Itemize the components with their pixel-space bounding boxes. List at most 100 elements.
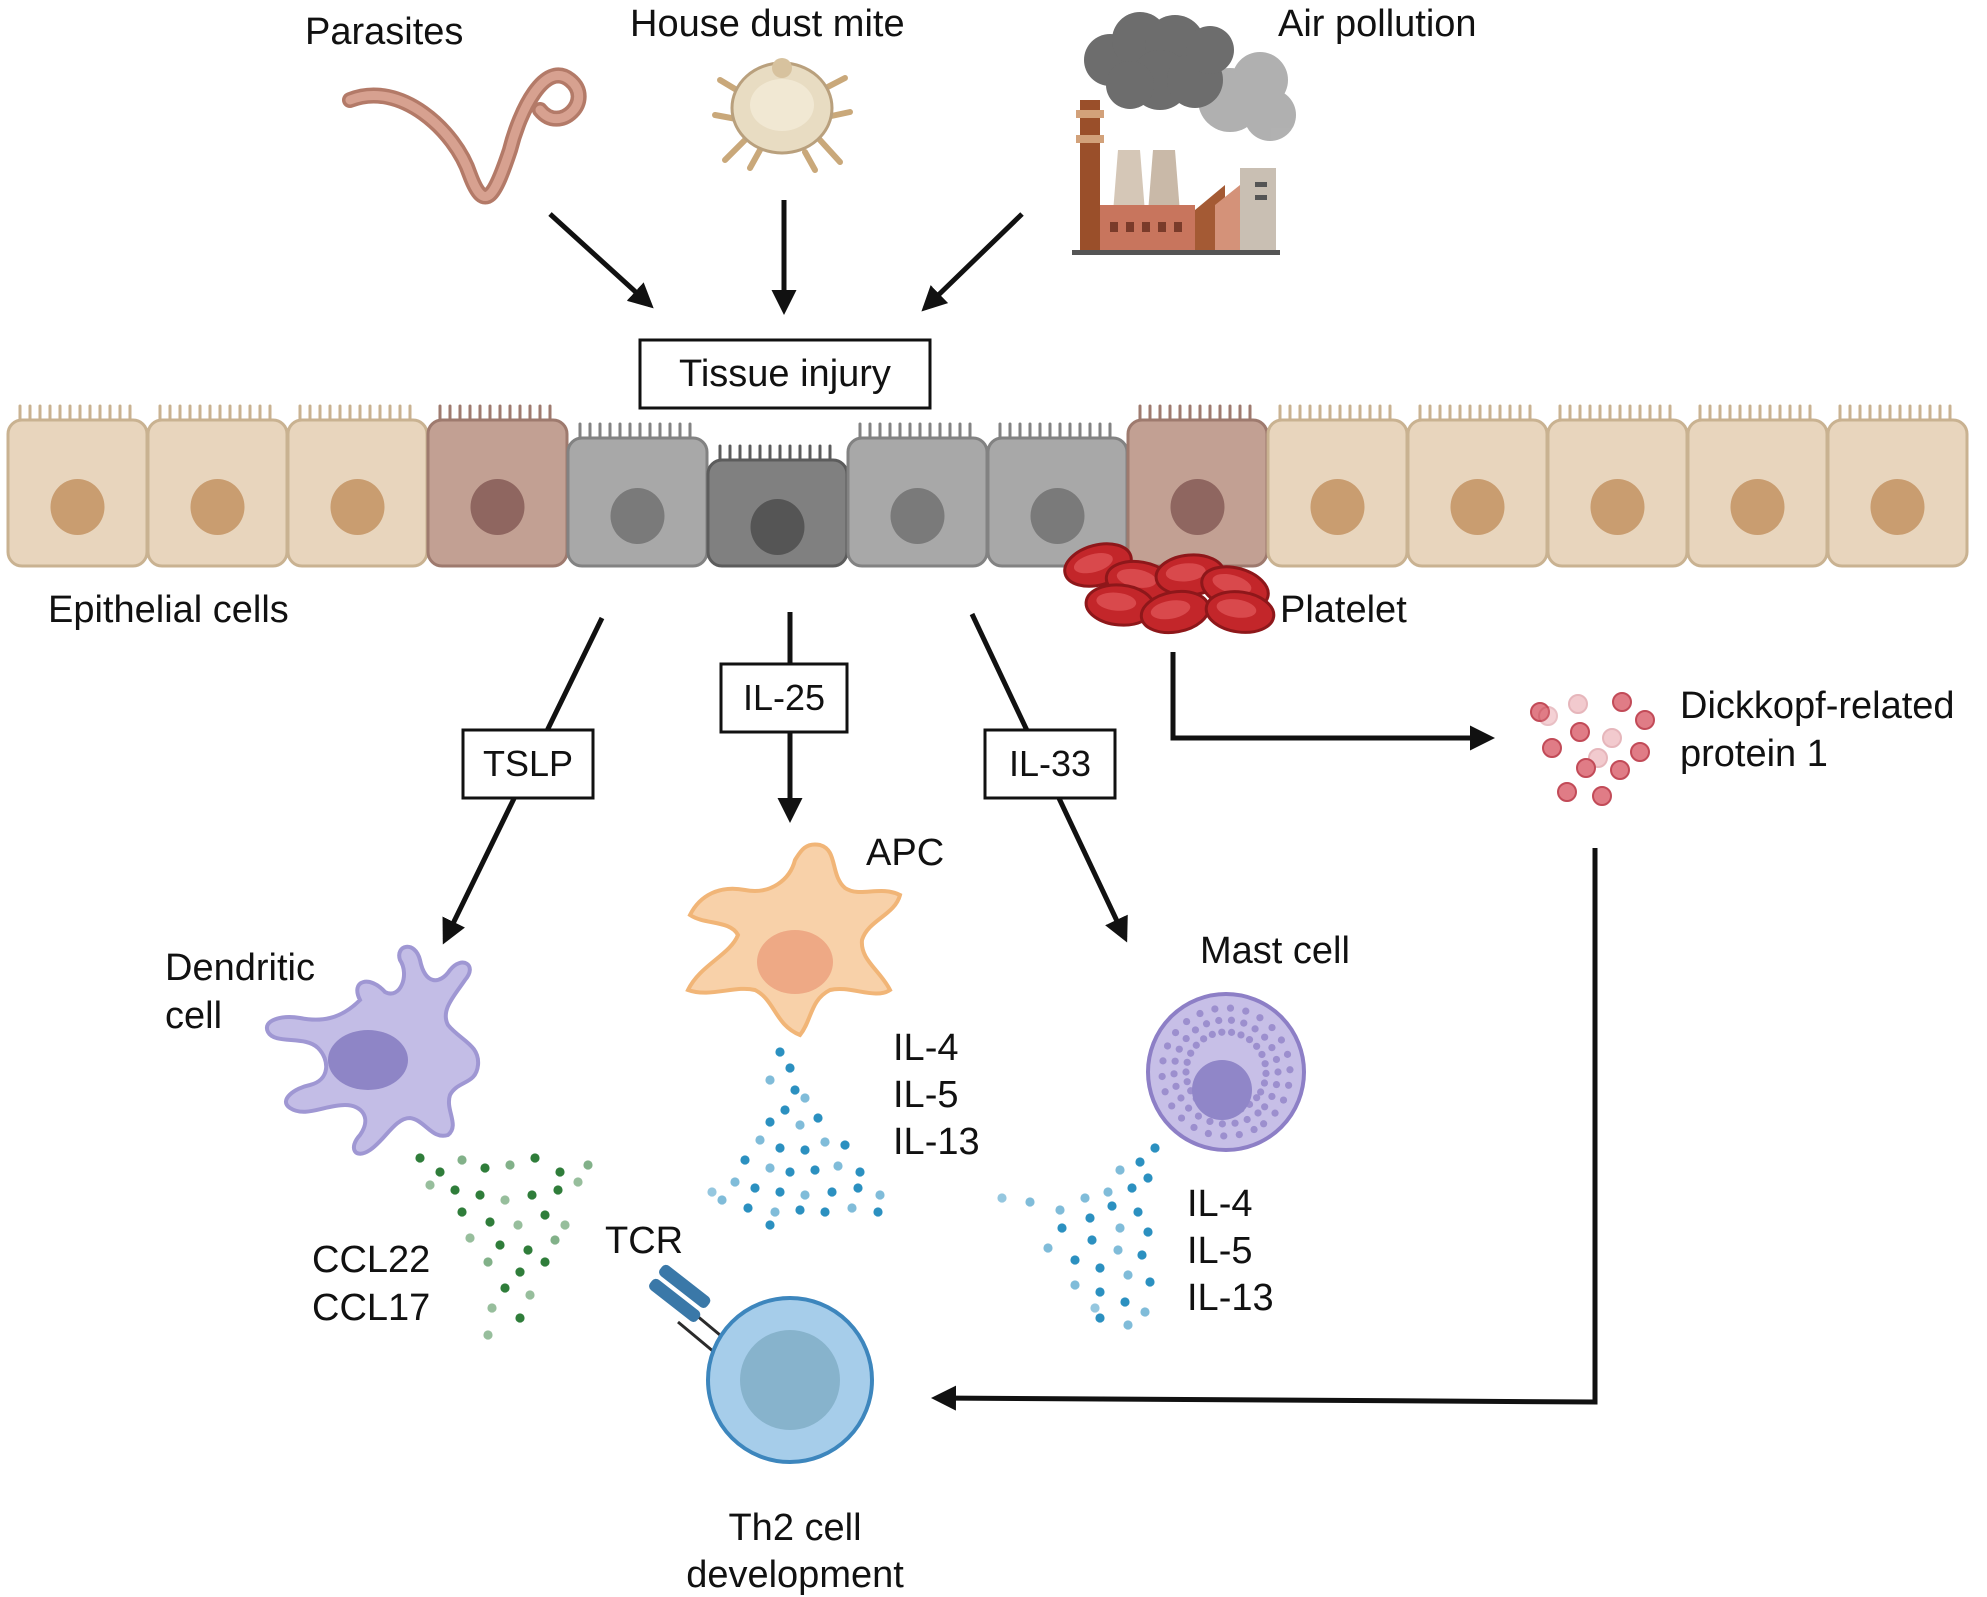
secretion-particle: [1133, 1207, 1143, 1217]
platelet: [1139, 589, 1211, 635]
secretion-particle: [840, 1140, 850, 1150]
secretion-particle: [1057, 1223, 1067, 1233]
secretion-particle: [765, 1075, 775, 1085]
platelet-cluster: [1063, 542, 1276, 635]
secretion-particle: [820, 1137, 830, 1147]
secretion-particle: [795, 1120, 805, 1130]
mast-il13-label: IL-13: [1187, 1277, 1274, 1319]
dkk1-particle: [1530, 702, 1550, 722]
secretion-particle: [513, 1220, 523, 1230]
secretion-particle: [1145, 1277, 1155, 1287]
dkk1-particle: [1568, 694, 1588, 714]
dkk1-particle: [1612, 692, 1632, 712]
secretion-particle: [515, 1313, 525, 1323]
secretion-particle: [1090, 1303, 1100, 1313]
secretion-particle: [800, 1145, 810, 1155]
secretion-particle: [573, 1177, 583, 1187]
il25-box: IL-25: [719, 662, 849, 734]
secretion-particle: [530, 1153, 540, 1163]
dkk1-particle: [1557, 782, 1577, 802]
secretion-particle: [435, 1167, 445, 1177]
secretion-particle: [475, 1190, 485, 1200]
tslp-label: TSLP: [483, 743, 573, 784]
il25-label: IL-25: [743, 677, 825, 718]
secretion-particle: [810, 1165, 820, 1175]
secretion-particle: [1085, 1213, 1095, 1223]
parasites-arrow: [548, 212, 654, 309]
secretion-particle: [500, 1195, 510, 1205]
secretion-particle: [560, 1220, 570, 1230]
secretion-particle: [743, 1203, 753, 1213]
secretion-particle: [1087, 1235, 1097, 1245]
dkk1-particle: [1538, 706, 1558, 726]
secretion-particle: [1080, 1193, 1090, 1203]
secretion-particle: [765, 1220, 775, 1230]
secretion-particle: [550, 1235, 560, 1245]
secretion-particle: [785, 1167, 795, 1177]
th2-label-line1: Th2 cell: [728, 1507, 861, 1549]
th2-cell: [649, 1264, 874, 1464]
secretion-particle: [740, 1155, 750, 1165]
secretion-particle: [457, 1207, 467, 1217]
secretion-particle: [540, 1257, 550, 1267]
secretion-particle: [1025, 1197, 1035, 1207]
dkk1-particle: [1630, 742, 1650, 762]
epithelial-cell: [706, 444, 849, 568]
apc-secretion-labels: IL-4 IL-5 IL-13: [893, 1027, 980, 1163]
th2-label-line2: development: [686, 1554, 904, 1596]
mast-cytokine-particles: [997, 1143, 1160, 1330]
secretion-particle: [790, 1085, 800, 1095]
tslp-box: TSLP: [461, 728, 595, 800]
secretion-particle: [425, 1180, 435, 1190]
secretion-particle: [1150, 1143, 1160, 1153]
secretion-particle: [1120, 1297, 1130, 1307]
secretion-particle: [707, 1187, 717, 1197]
il33-label: IL-33: [1009, 743, 1091, 784]
platelet-label: Platelet: [1280, 589, 1407, 631]
dkk1-particle: [1635, 710, 1655, 730]
secretion-particle: [1127, 1183, 1137, 1193]
secretion-particle: [873, 1207, 883, 1217]
tissue-injury-label: Tissue injury: [679, 353, 891, 395]
secretion-particle: [525, 1290, 535, 1300]
worm-icon: [342, 67, 587, 205]
secretion-particle: [450, 1185, 460, 1195]
secretion-particle: [1135, 1157, 1145, 1167]
secretion-particle: [1143, 1227, 1153, 1237]
secretion-particle: [1095, 1313, 1105, 1323]
source-arrows: [548, 200, 1024, 315]
secretion-particle: [853, 1183, 863, 1193]
epithelial-cell: [1266, 404, 1409, 568]
secretion-particle: [487, 1303, 497, 1313]
secretion-particle: [515, 1267, 525, 1277]
secretion-particle: [527, 1190, 537, 1200]
platelet: [1204, 590, 1276, 634]
secretion-particle: [1043, 1243, 1053, 1253]
apc-cytokine-particles: [707, 1047, 885, 1230]
secretion-particle: [485, 1217, 495, 1227]
secretion-particle: [847, 1203, 857, 1213]
secretion-particle: [1055, 1205, 1065, 1215]
dkk1-label-line2: protein 1: [1680, 733, 1828, 775]
air-pollution-label: Air pollution: [1278, 3, 1477, 45]
epithelial-cell: [426, 404, 569, 568]
tissue-injury-box: Tissue injury: [638, 338, 932, 410]
parasites-label: Parasites: [305, 11, 463, 53]
secretion-particle: [1123, 1320, 1133, 1330]
epithelial-cell: [1686, 404, 1829, 568]
dkk1-particles: [1530, 692, 1655, 806]
secretion-particle: [755, 1135, 765, 1145]
secretion-particle: [500, 1283, 510, 1293]
secretion-particle: [775, 1187, 785, 1197]
secretion-particle: [750, 1183, 760, 1193]
secretion-particle: [495, 1240, 505, 1250]
mast-cell-label: Mast cell: [1200, 930, 1350, 972]
il33-box: IL-33: [983, 728, 1117, 800]
epithelial-cell: [1826, 404, 1969, 568]
chemokine-particles: [415, 1153, 593, 1340]
epithelium-layer: [6, 404, 1969, 568]
apc-cell: [685, 842, 903, 1038]
secretion-particle: [855, 1167, 865, 1177]
mast-secretion-labels: IL-4 IL-5 IL-13: [1187, 1183, 1274, 1319]
dendritic-label-line1: Dendritic: [165, 947, 315, 989]
